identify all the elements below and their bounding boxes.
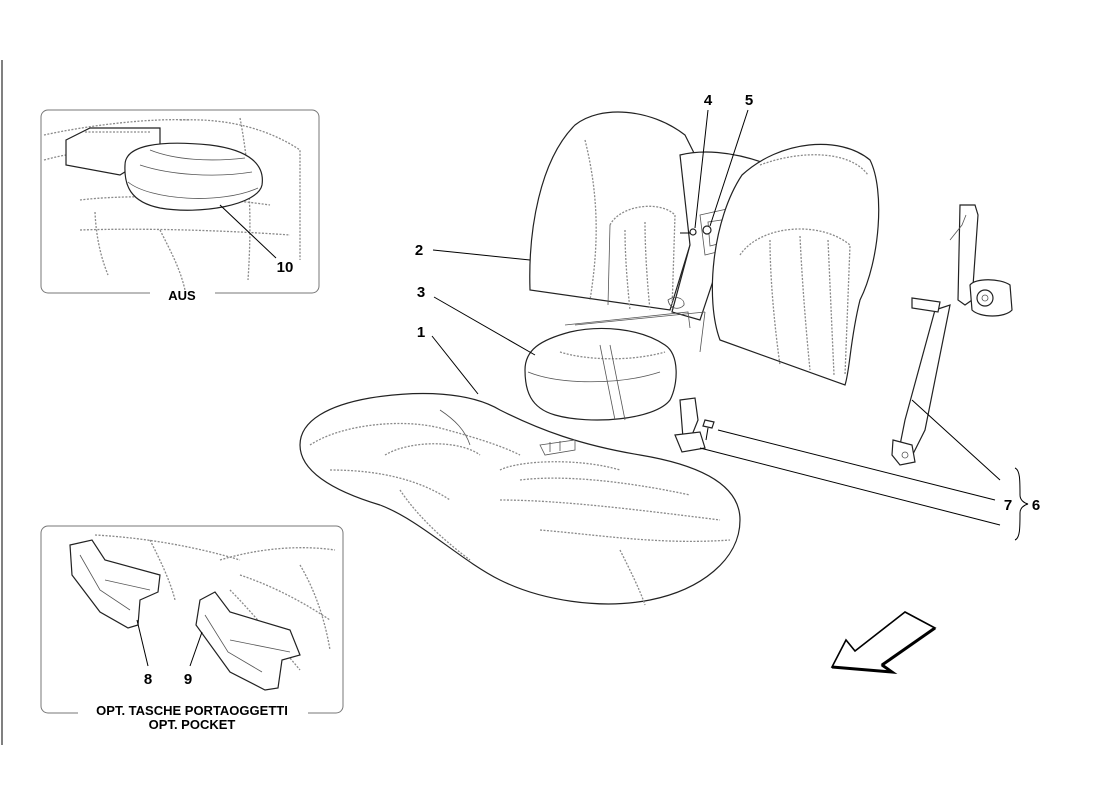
inset-aus: AUS 10 <box>40 109 320 303</box>
leader-8 <box>136 619 149 667</box>
inset-aus-caption: AUS <box>168 288 196 303</box>
leader-1 <box>431 335 479 395</box>
pocket-seat-drawing <box>69 534 336 691</box>
group-bracket-6 <box>1014 467 1029 541</box>
callout-4: 4 <box>704 92 713 109</box>
callout-8: 8 <box>144 671 152 688</box>
leader-7a <box>717 429 996 501</box>
callout-3: 3 <box>417 284 425 301</box>
leader-7c <box>911 399 1001 481</box>
leader-2 <box>432 249 531 261</box>
inset-pocket-caption-1: OPT. TASCHE PORTAOGGETTI <box>96 703 288 718</box>
inset-pocket-caption-2: OPT. POCKET <box>149 717 236 732</box>
leader-3 <box>433 296 536 356</box>
backrest <box>529 111 880 386</box>
callout-5: 5 <box>745 92 753 109</box>
washer-5 <box>702 225 712 235</box>
leader-9 <box>189 631 203 667</box>
inset-pocket: OPT. TASCHE PORTAOGGETTI OPT. POCKET 8 9 <box>40 525 344 732</box>
seat-belt <box>674 204 1013 466</box>
aus-seat-drawing <box>43 117 301 291</box>
leader-7b <box>699 447 1001 526</box>
callout-9: 9 <box>184 671 192 688</box>
seat-cushion <box>299 392 741 606</box>
callout-7: 7 <box>1004 497 1012 514</box>
callout-1: 1 <box>417 324 425 341</box>
leader-10 <box>219 204 277 259</box>
armrest-cushion <box>524 311 706 421</box>
arrow-down-left-icon <box>830 611 937 674</box>
leader-5 <box>709 109 749 227</box>
callout-2: 2 <box>415 242 423 259</box>
callout-10: 10 <box>277 259 294 276</box>
callout-6: 6 <box>1032 497 1040 514</box>
bolt-4 <box>689 228 697 236</box>
leader-4 <box>694 109 709 229</box>
